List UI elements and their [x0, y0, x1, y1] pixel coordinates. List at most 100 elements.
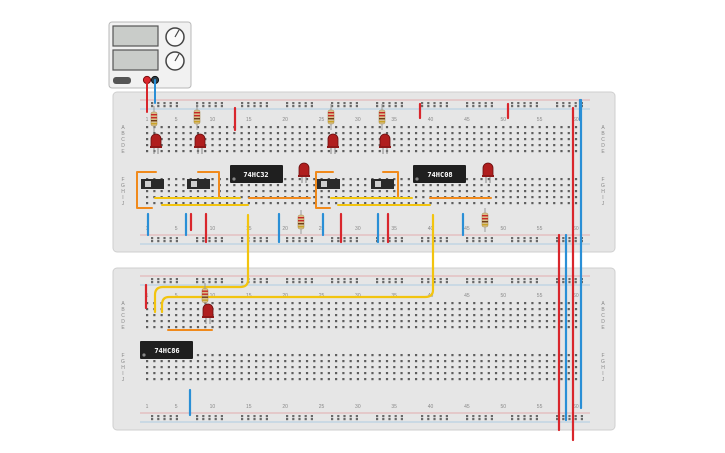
- resistor-3[interactable]: [327, 104, 335, 130]
- signal-wire-and[interactable]: [160, 213, 435, 314]
- chip-74hc08-label: 74HC08: [427, 171, 452, 179]
- chip-74hc32-label: 74HC32: [243, 171, 268, 179]
- wires: [136, 79, 583, 442]
- resistor-6[interactable]: [481, 208, 489, 232]
- row-letter: A: [601, 301, 605, 307]
- column-number: 10: [210, 117, 216, 123]
- row-letter: B: [601, 307, 605, 313]
- column-number: 35: [391, 117, 397, 123]
- column-number: 5: [175, 404, 178, 410]
- column-number: 15: [246, 117, 252, 123]
- led-4[interactable]: [379, 133, 391, 154]
- row-letter: I: [602, 371, 603, 377]
- orange-jumper[interactable]: [382, 171, 399, 199]
- row-letter: F: [121, 353, 124, 359]
- row-letter: A: [601, 125, 605, 131]
- resistor-5[interactable]: [297, 210, 305, 234]
- led-xor-output[interactable]: [202, 303, 214, 324]
- row-letter: J: [122, 201, 125, 207]
- chip-74hc86-label: 74HC86: [154, 347, 179, 355]
- row-letter: I: [122, 195, 123, 201]
- row-letter: C: [121, 313, 125, 319]
- orange-jumper[interactable]: [136, 171, 157, 209]
- row-letter: B: [121, 131, 125, 137]
- output-button[interactable]: [113, 77, 131, 84]
- slide-switch-3[interactable]: [317, 179, 340, 189]
- column-number: 55: [537, 404, 543, 410]
- row-letter: C: [121, 137, 125, 143]
- row-letter: D: [601, 143, 605, 149]
- column-number: 40: [428, 226, 434, 232]
- resistor-2[interactable]: [193, 104, 201, 130]
- voltage-display: [112, 25, 159, 47]
- current-display: [112, 49, 159, 71]
- column-number: 10: [210, 404, 216, 410]
- row-letter: G: [601, 183, 605, 189]
- slide-switch-4[interactable]: [371, 179, 394, 189]
- column-number: 45: [464, 117, 470, 123]
- row-letter: A: [121, 301, 125, 307]
- led-or-output[interactable]: [298, 162, 310, 183]
- column-number: 1: [146, 117, 149, 123]
- row-letter: F: [601, 353, 604, 359]
- row-letter: G: [121, 183, 125, 189]
- column-number: 45: [464, 404, 470, 410]
- column-number: 35: [391, 404, 397, 410]
- slide-switch-1[interactable]: [141, 179, 164, 189]
- column-number: 1: [146, 293, 149, 299]
- row-letter: C: [601, 313, 605, 319]
- column-number: 25: [319, 226, 325, 232]
- row-letter: G: [601, 359, 605, 365]
- chip-74hc08[interactable]: 74HC08: [413, 165, 466, 183]
- row-letter: E: [601, 325, 605, 331]
- row-letter: E: [121, 325, 125, 331]
- led-3[interactable]: [327, 133, 339, 154]
- column-number: 55: [537, 293, 543, 299]
- column-number: 45: [464, 293, 470, 299]
- column-number: 5: [175, 117, 178, 123]
- column-number: 25: [319, 404, 325, 410]
- chip-74hc86[interactable]: 74HC86: [140, 341, 193, 359]
- column-number: 20: [282, 226, 288, 232]
- row-letter: B: [121, 307, 125, 313]
- column-number: 30: [355, 117, 361, 123]
- column-number: 60: [573, 404, 579, 410]
- row-letter: G: [121, 359, 125, 365]
- orange-jumper[interactable]: [197, 171, 220, 199]
- row-letter: B: [601, 131, 605, 137]
- resistor-4[interactable]: [378, 104, 386, 130]
- column-number: 45: [464, 226, 470, 232]
- column-number: 5: [175, 226, 178, 232]
- power-supply[interactable]: [108, 21, 192, 89]
- resistor-1[interactable]: [150, 106, 158, 132]
- led-and-output[interactable]: [482, 162, 494, 183]
- column-number: 60: [573, 293, 579, 299]
- led-2[interactable]: [194, 133, 206, 154]
- row-letter: D: [121, 319, 125, 325]
- column-number: 10: [210, 226, 216, 232]
- column-number: 20: [282, 117, 288, 123]
- led-1[interactable]: [150, 133, 162, 154]
- column-number: 15: [246, 404, 252, 410]
- row-letter: J: [602, 377, 605, 383]
- signal-wire-or[interactable]: [153, 213, 250, 314]
- column-number: 35: [391, 226, 397, 232]
- orange-jumper[interactable]: [315, 171, 334, 209]
- column-number: 50: [500, 117, 506, 123]
- column-number: 50: [500, 226, 506, 232]
- row-letter: E: [601, 149, 605, 155]
- column-number: 50: [500, 293, 506, 299]
- row-letter: H: [601, 189, 605, 195]
- chip-74hc32[interactable]: 74HC32: [230, 165, 283, 183]
- components: [150, 104, 494, 324]
- resistor-7[interactable]: [201, 283, 209, 308]
- column-number: 55: [537, 226, 543, 232]
- column-number: 50: [500, 404, 506, 410]
- column-number: 30: [355, 226, 361, 232]
- row-letter: I: [122, 371, 123, 377]
- row-letter: F: [601, 177, 604, 183]
- slide-switch-2[interactable]: [187, 179, 210, 189]
- row-letter: H: [121, 365, 125, 371]
